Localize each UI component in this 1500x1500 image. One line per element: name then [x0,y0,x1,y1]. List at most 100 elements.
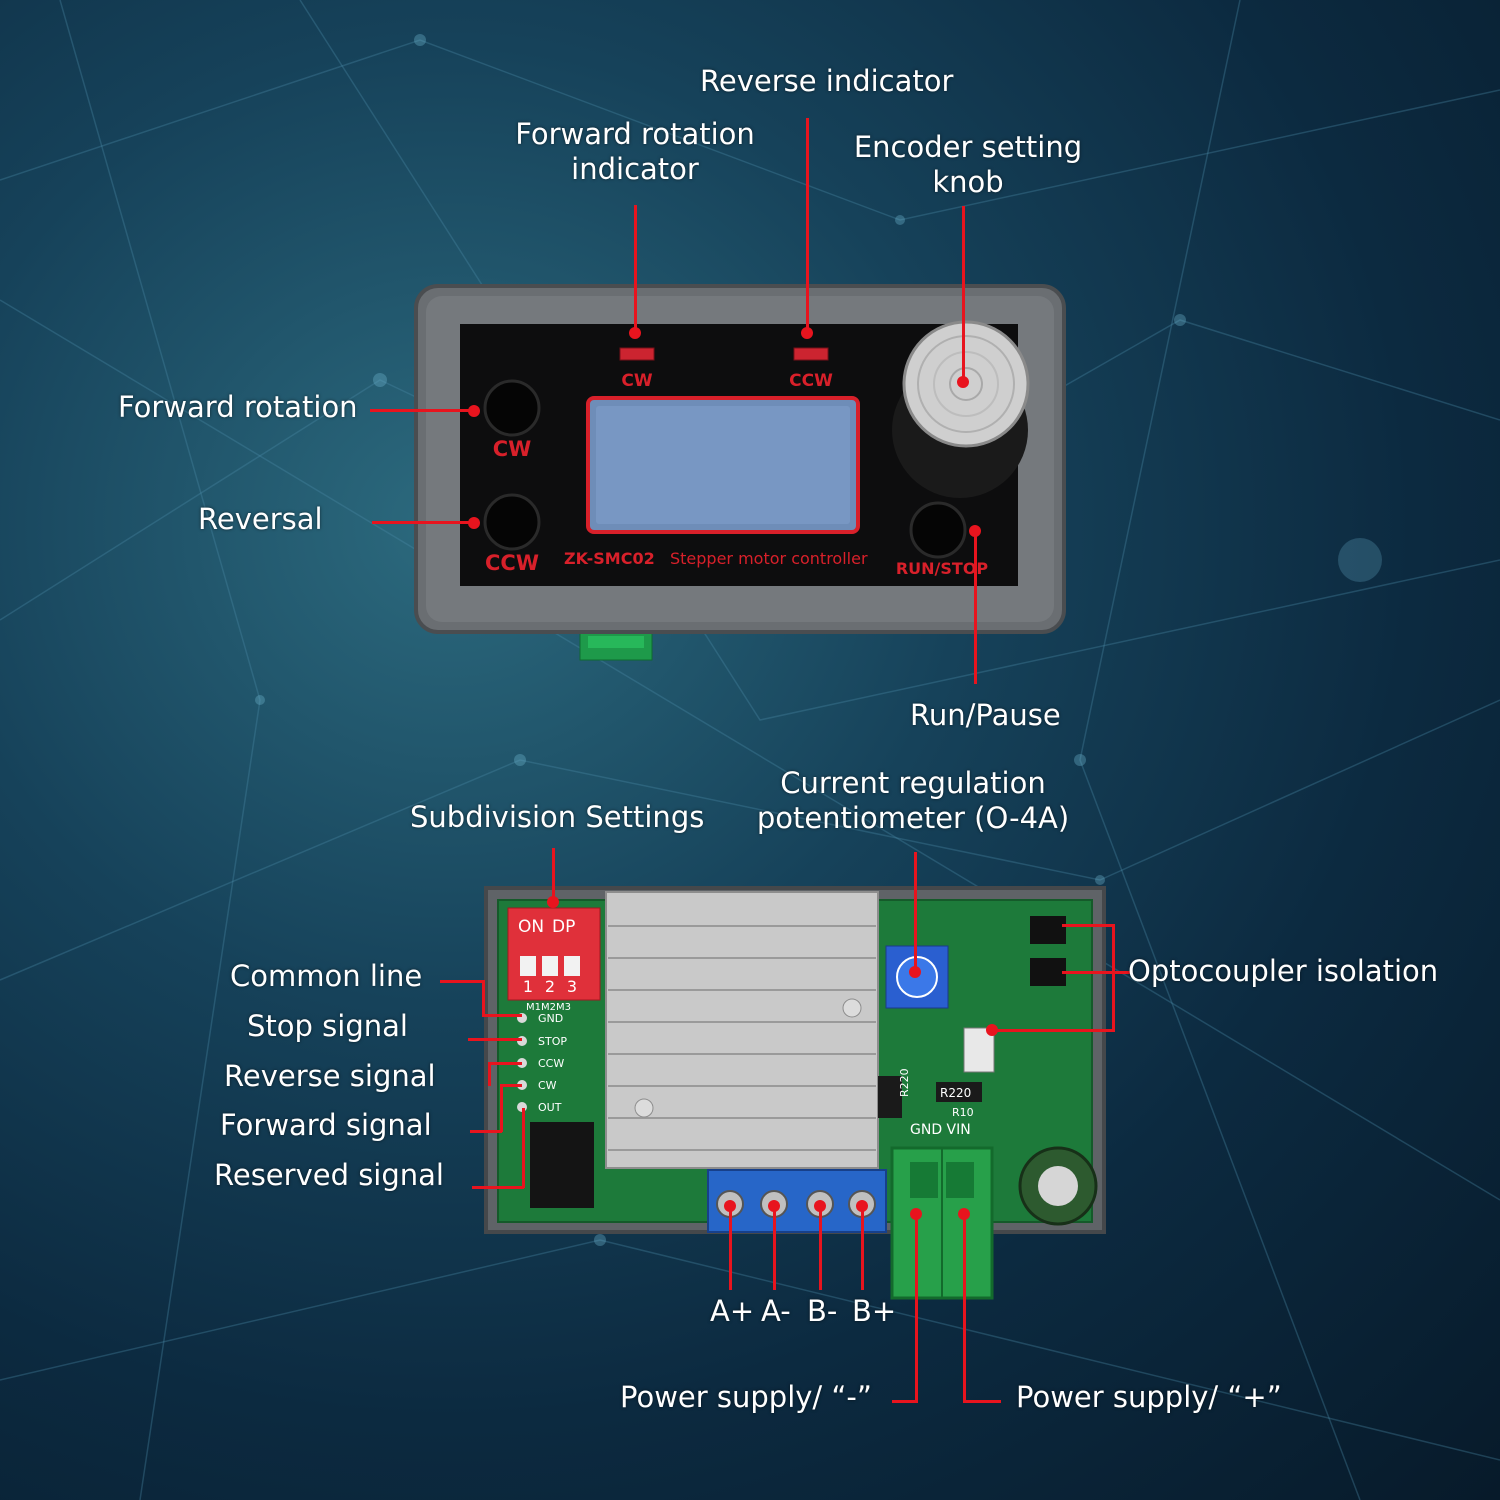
label-current-pot-line2: potentiometer (O-4A) [756,801,1070,835]
pin-cw-text: CW [538,1079,557,1092]
label-forward-indicator-line1: Forward rotation [515,117,755,151]
leader-a-plus [729,1206,732,1290]
leader-opto-v [1112,924,1115,1032]
leader-dot-b-minus [814,1200,826,1212]
dip-switch [507,907,601,1001]
btn-ccw-text: CCW [485,551,539,575]
pin-gnd-text: GND [538,1012,563,1025]
leader-dot-encoder [957,376,969,388]
led-cw-text: CW [621,371,652,391]
leader-common-v [482,980,485,1016]
leader-dot-forward-rotation [468,405,480,417]
leader-dot-run-pause [969,525,981,537]
label-current-pot-line1: Current regulation [780,766,1046,800]
dip-1-text: 1 [523,977,533,996]
label-forward-rotation: Forward rotation [118,390,358,424]
label-power-minus: Power supply/ “-” [620,1380,872,1414]
leader-dot-a-minus [768,1200,780,1212]
ccw-led [793,347,829,361]
leader-forward-h2 [500,1084,522,1087]
label-forward-signal: Forward signal [220,1108,432,1142]
leader-forward-v [500,1084,503,1132]
cw-led [619,347,655,361]
leader-dot-subdivision [547,896,559,908]
r220-vertical-text: R220 [898,1068,911,1097]
leader-forward-indicator [634,205,637,331]
optocoupler-1 [1030,916,1066,944]
leader-dot-reversal [468,517,480,529]
heatsink [605,891,879,1169]
leader-opto-h3 [992,1029,1114,1032]
leader-forward-h [470,1130,502,1133]
pin-out-text: OUT [538,1101,562,1114]
label-optocoupler: Optocoupler isolation [1128,954,1439,988]
leader-a-minus [773,1206,776,1290]
leader-dot-opto-3 [986,1024,998,1036]
leader-power-plus-v [963,1212,966,1402]
leader-opto-h1 [1062,924,1114,927]
ccw-button [483,493,541,551]
gnd-vin-text: GND VIN [910,1122,971,1138]
r10-text: R10 [952,1106,974,1119]
leader-reversal [372,521,474,524]
btn-cw-text: CW [493,437,532,461]
leader-dot-b-plus [856,1200,868,1212]
leader-current-pot [914,852,917,972]
label-current-pot: Current regulation potentiometer (O-4A) [746,766,1080,836]
dip-modes-text: M1M2M3 [526,1002,571,1013]
leader-reserved-h [472,1186,524,1189]
leader-subdivision [552,848,555,904]
leader-dot-power-minus [910,1208,922,1220]
leader-dot-forward-indicator [629,327,641,339]
label-a-plus: A+ [710,1294,755,1328]
dip-on-text: ON [518,917,544,937]
leader-power-minus-h [892,1400,918,1403]
label-encoder-knob-line1: Encoder setting [853,130,1083,164]
leader-b-minus [819,1206,822,1290]
leader-dot-reverse-indicator [801,327,813,339]
leader-encoder [962,206,965,378]
label-power-plus: Power supply/ “+” [1016,1380,1282,1414]
controller-panel: CW CCW CW CCW ZK-SMC02 Stepper motor con… [414,284,1066,661]
pin-ccw-text: CCW [538,1057,564,1070]
dip-3-text: 3 [567,977,577,996]
r220-text: R220 [940,1086,971,1100]
model-text: ZK-SMC02 [564,549,655,568]
leader-opto-h2 [1062,971,1130,974]
label-stop-signal: Stop signal [247,1009,408,1043]
label-b-minus: B- [807,1294,838,1328]
leader-run-pause [974,532,977,684]
leader-power-minus-v [915,1212,918,1402]
label-reverse-signal: Reverse signal [224,1059,436,1093]
label-encoder-knob: Encoder setting knob [840,130,1096,200]
leader-common-h [440,980,484,983]
leader-dot-current-pot [909,966,921,978]
label-common-line: Common line [230,959,423,993]
leader-reserved-v [522,1108,525,1188]
led-ccw-text: CCW [789,371,833,391]
ic-chip [530,1122,594,1208]
label-a-minus: A- [761,1294,791,1328]
dip-dp-text: DP [552,917,575,937]
label-forward-indicator: Forward rotation indicator [500,117,770,187]
label-encoder-knob-line2: knob [932,165,1004,199]
label-reserved-signal: Reserved signal [214,1158,444,1192]
cw-button [483,379,541,437]
optocoupler-2 [1030,958,1066,986]
leader-power-plus-h [963,1400,1001,1403]
leader-reverse-indicator [806,118,809,330]
leader-common-h2 [482,1014,522,1017]
label-b-plus: B+ [852,1294,897,1328]
label-run-pause: Run/Pause [910,698,1061,732]
leader-forward-rotation [370,409,474,412]
leader-reverse-v [488,1062,491,1086]
leader-dot-power-plus [958,1208,970,1220]
dip-2-text: 2 [545,977,555,996]
label-reversal: Reversal [198,502,323,536]
leader-b-plus [861,1206,864,1290]
pin-stop-text: STOP [538,1035,567,1048]
leader-stop [468,1038,522,1041]
label-reverse-indicator: Reverse indicator [700,64,954,98]
label-subdivision: Subdivision Settings [410,800,705,834]
